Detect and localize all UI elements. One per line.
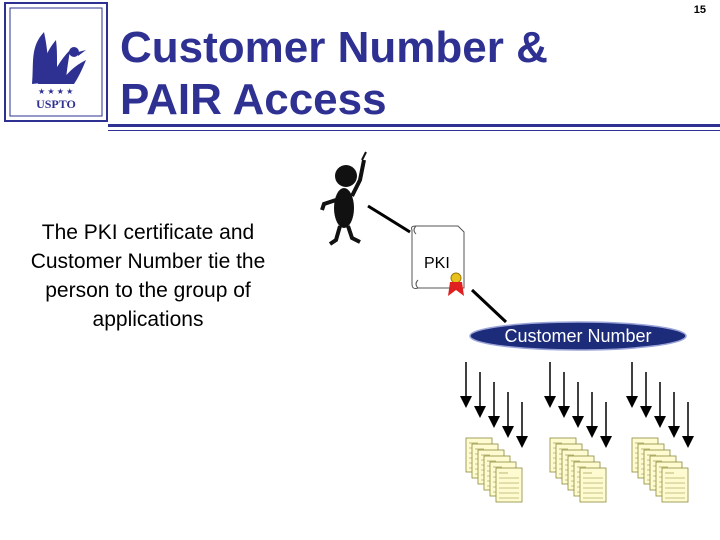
title-divider-thin: [108, 130, 720, 131]
customer-number-label: Customer Number: [504, 326, 651, 346]
connector-pki-customer: [470, 288, 508, 324]
logo-text: USPTO: [36, 97, 76, 111]
pki-label: PKI: [424, 255, 450, 272]
connector-person-pki: [367, 204, 411, 234]
arrows-group-1: [460, 362, 528, 448]
customer-number-badge: Customer Number: [469, 321, 687, 351]
pki-certificate-icon: PKI: [411, 225, 465, 296]
arrows-group-2: [544, 362, 612, 448]
uspto-logo: ★ ★ ★ ★ USPTO: [4, 2, 108, 122]
slide-number: 15: [693, 4, 706, 16]
arrows-group-3: [626, 362, 694, 448]
title-line-1: Customer Number &: [120, 23, 548, 72]
svg-text:★ ★ ★ ★: ★ ★ ★ ★: [38, 87, 73, 96]
person-icon: [320, 151, 367, 246]
title-divider: [108, 124, 720, 127]
application-stack-1: [465, 437, 523, 503]
slide-title: Customer Number & PAIR Access: [120, 22, 548, 126]
ribbon-icon: [448, 282, 464, 296]
application-stack-2: [549, 437, 607, 503]
access-diagram: PKI Customer Number: [320, 151, 694, 503]
application-stack-3: [631, 437, 689, 503]
body-text: The PKI certificate and Customer Number …: [30, 221, 266, 331]
title-line-2: PAIR Access: [120, 75, 387, 124]
